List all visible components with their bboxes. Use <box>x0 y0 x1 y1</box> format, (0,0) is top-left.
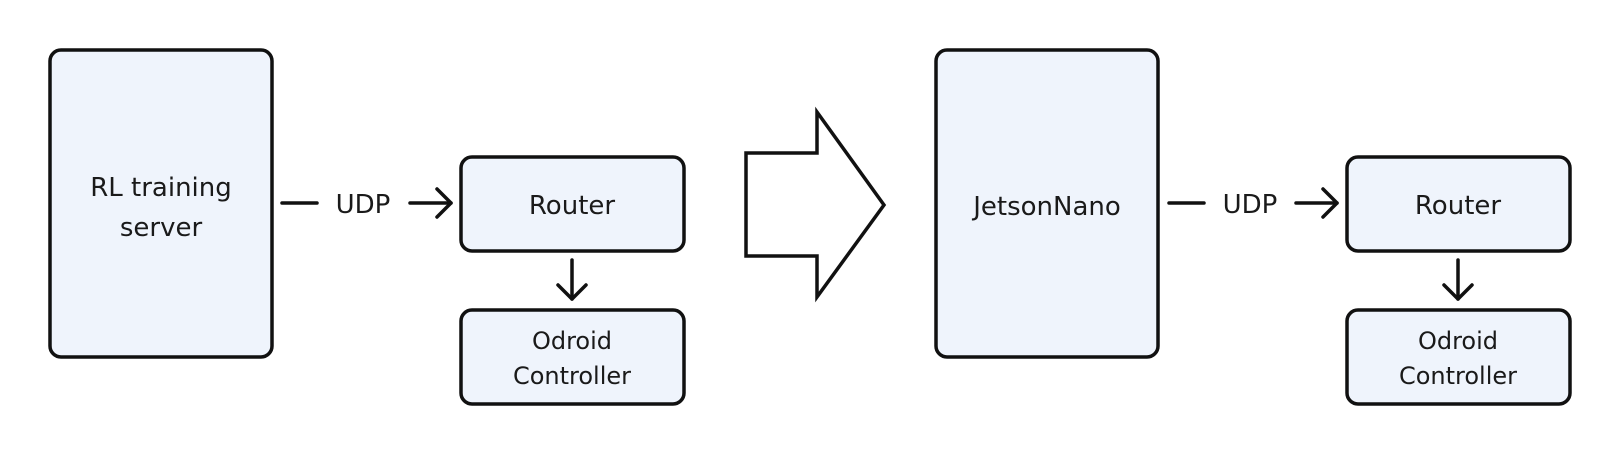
udp-label-right: UDP <box>1223 190 1278 220</box>
router-label-right: Router <box>1415 191 1501 221</box>
router-to-controller-arrowhead-right <box>1442 283 1474 301</box>
odroid-controller-label-line1-left: Odroid <box>532 327 612 355</box>
router-to-controller-arrowhead-left <box>556 283 588 301</box>
udp-arrowhead-right <box>1321 187 1339 219</box>
rl-training-server-label-line1: RL training <box>90 173 232 203</box>
jetson-nano-label: JetsonNano <box>971 192 1121 222</box>
udp-arrowhead-left <box>435 187 453 219</box>
jetson-nano-box <box>934 48 1160 359</box>
odroid-controller-label-line2-left: Controller <box>513 362 631 390</box>
left-system: RL training server UDP Router Odroid Con… <box>48 48 686 406</box>
router-box-right <box>1345 155 1572 253</box>
router-label-left: Router <box>529 191 615 221</box>
router-box-left <box>459 155 686 253</box>
transition-arrow-icon <box>744 106 887 303</box>
right-system: JetsonNano UDP Router Odroid Controller <box>934 48 1572 406</box>
odroid-controller-label-line1-right: Odroid <box>1418 327 1498 355</box>
udp-label-left: UDP <box>336 190 391 220</box>
rl-training-server-label-line2: server <box>120 213 203 243</box>
rl-training-server-box <box>48 48 274 359</box>
odroid-controller-label-line2-right: Controller <box>1399 362 1517 390</box>
odroid-controller-box-left <box>459 308 686 406</box>
odroid-controller-box-right <box>1345 308 1572 406</box>
